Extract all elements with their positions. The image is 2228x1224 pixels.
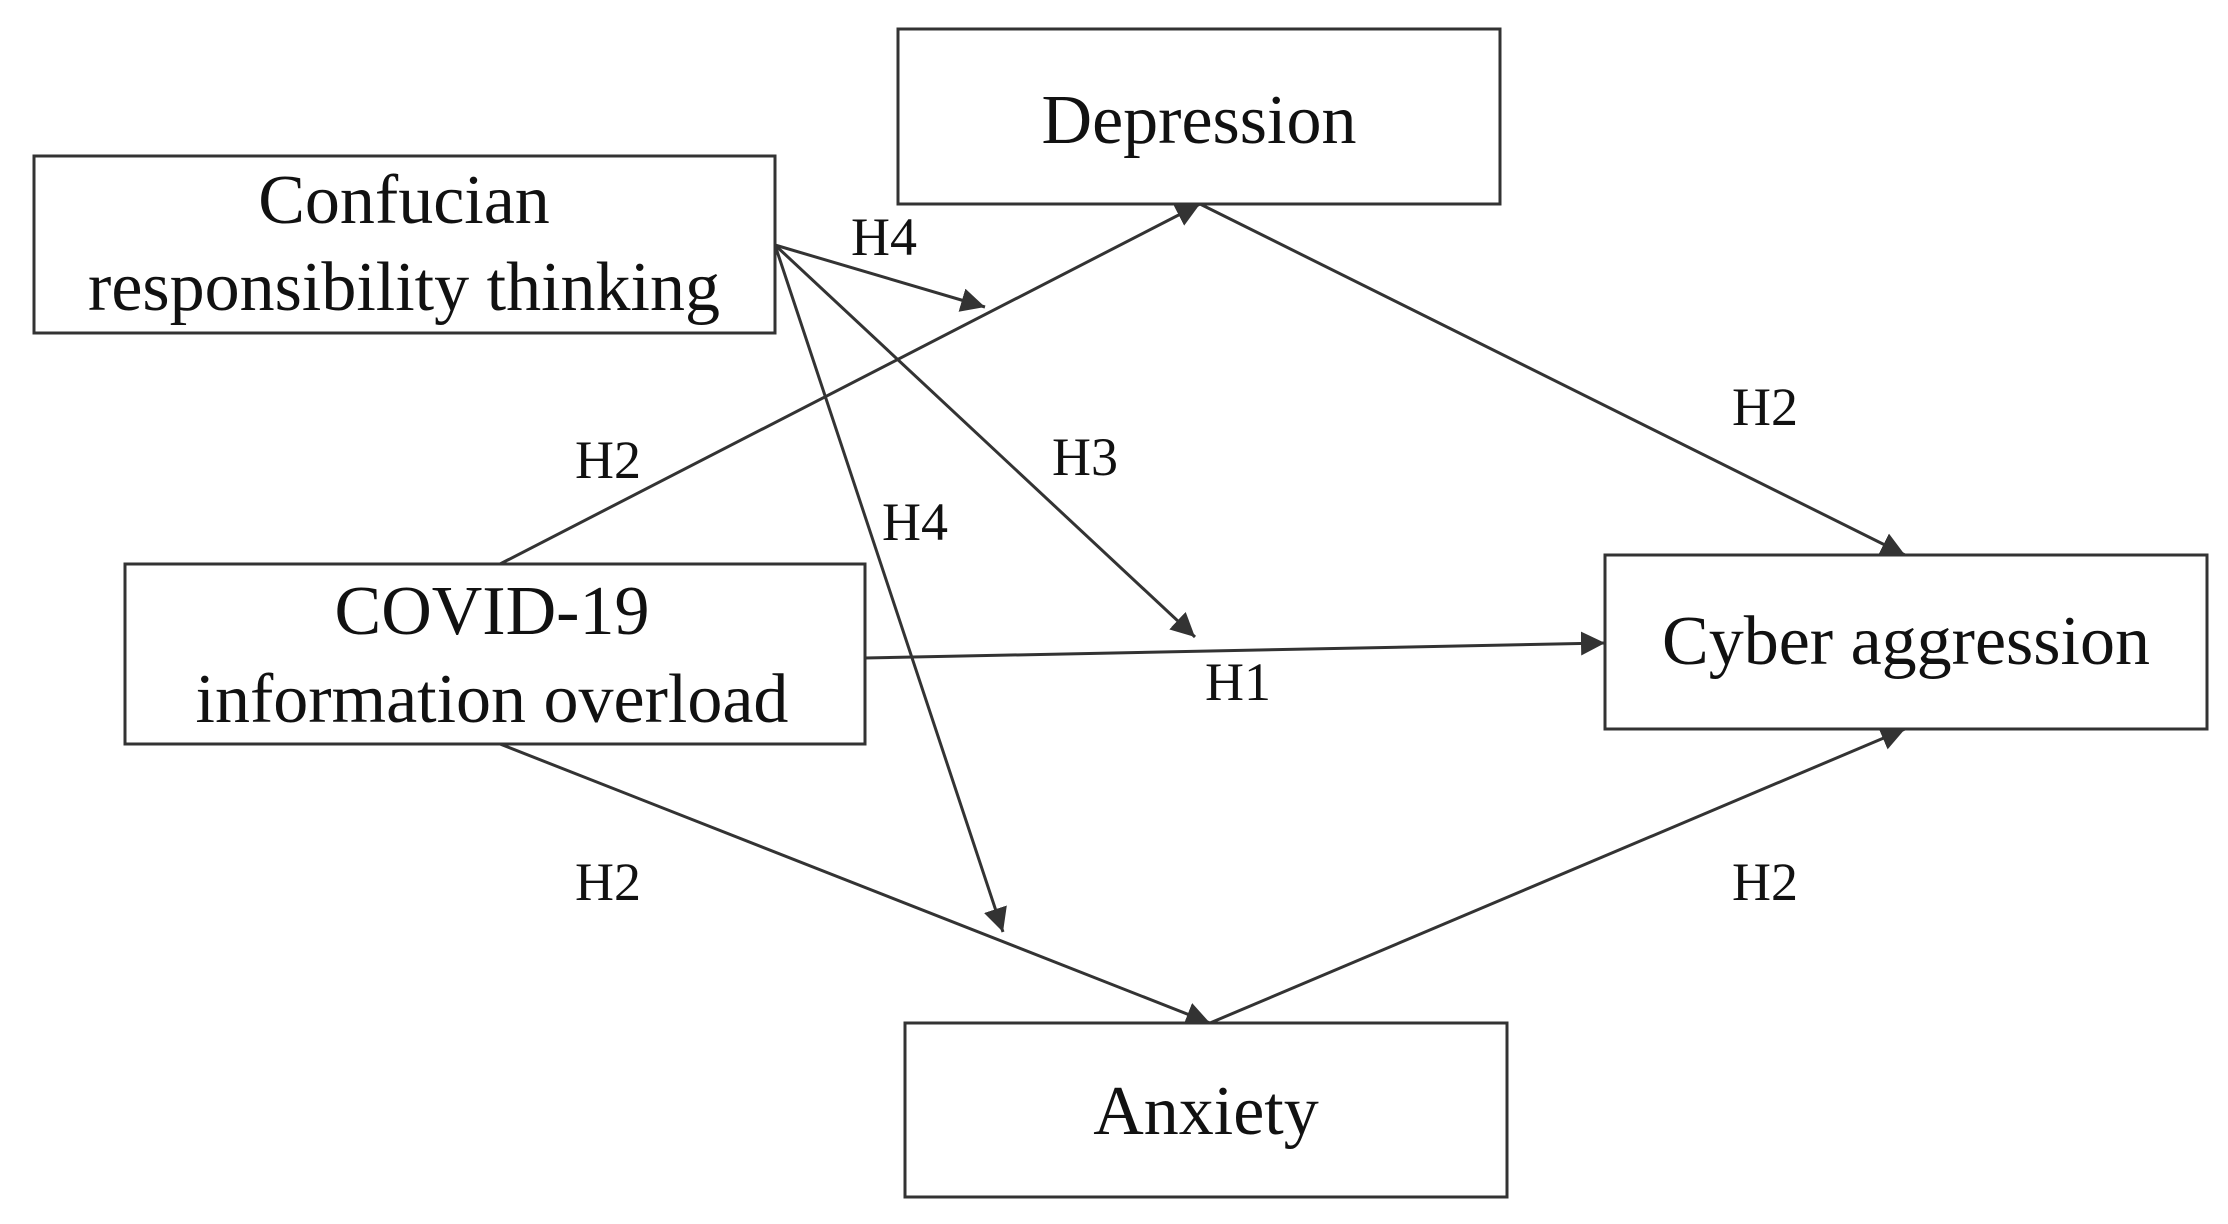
node-anxiety: Anxiety: [903, 1021, 1509, 1199]
edge-confucian-moderates-h1: [773, 243, 1197, 639]
node-depression: Depression: [896, 27, 1502, 206]
node-depression-label: Depression: [1042, 82, 1357, 159]
edge-covid-to-anxiety: [499, 742, 1211, 1026]
edge-confucian-moderates-anxiety: [773, 244, 1007, 933]
node-covid-box: [123, 562, 867, 746]
label-h2-depression-cyber: H2: [1732, 377, 1798, 437]
edge-covid-to-depression: [499, 202, 1201, 566]
label-h2-covid-depression: H2: [575, 430, 641, 490]
node-anxiety-box: [903, 1021, 1509, 1199]
edges: [499, 202, 1906, 1026]
node-confucian-label-line2: responsibility thinking: [88, 249, 720, 326]
label-h2-anxiety-cyber: H2: [1732, 852, 1798, 912]
edge-covid-to-cyber: [864, 631, 1606, 660]
edge-anxiety-to-cyber: [1209, 727, 1906, 1025]
node-depression-box: [896, 27, 1502, 206]
node-covid-label-line1: COVID-19: [335, 573, 650, 650]
node-confucian-label-line1: Confucian: [258, 162, 550, 239]
node-confucian: Confucian responsibility thinking: [32, 154, 777, 335]
edge-confucian-moderates-depression: [774, 243, 986, 312]
node-cyber-aggression-label: Cyber aggression: [1662, 603, 2150, 680]
node-covid-label-line2: information overload: [196, 661, 789, 738]
label-h4-depression: H4: [851, 207, 917, 267]
label-h1: H1: [1205, 652, 1271, 712]
edge-labels: H1 H2 H2 H2 H2 H3 H4 H4: [575, 207, 1798, 912]
node-anxiety-label: Anxiety: [1093, 1073, 1319, 1150]
label-h4-anxiety: H4: [882, 492, 948, 552]
label-h2-covid-anxiety: H2: [575, 852, 641, 912]
node-cyber-aggression: Cyber aggression: [1603, 553, 2209, 731]
node-cyber-aggression-box: [1603, 553, 2209, 731]
label-h3: H3: [1052, 427, 1118, 487]
edge-depression-to-cyber: [1199, 202, 1906, 557]
node-confucian-box: [32, 154, 777, 335]
node-covid: COVID-19 information overload: [123, 562, 867, 746]
